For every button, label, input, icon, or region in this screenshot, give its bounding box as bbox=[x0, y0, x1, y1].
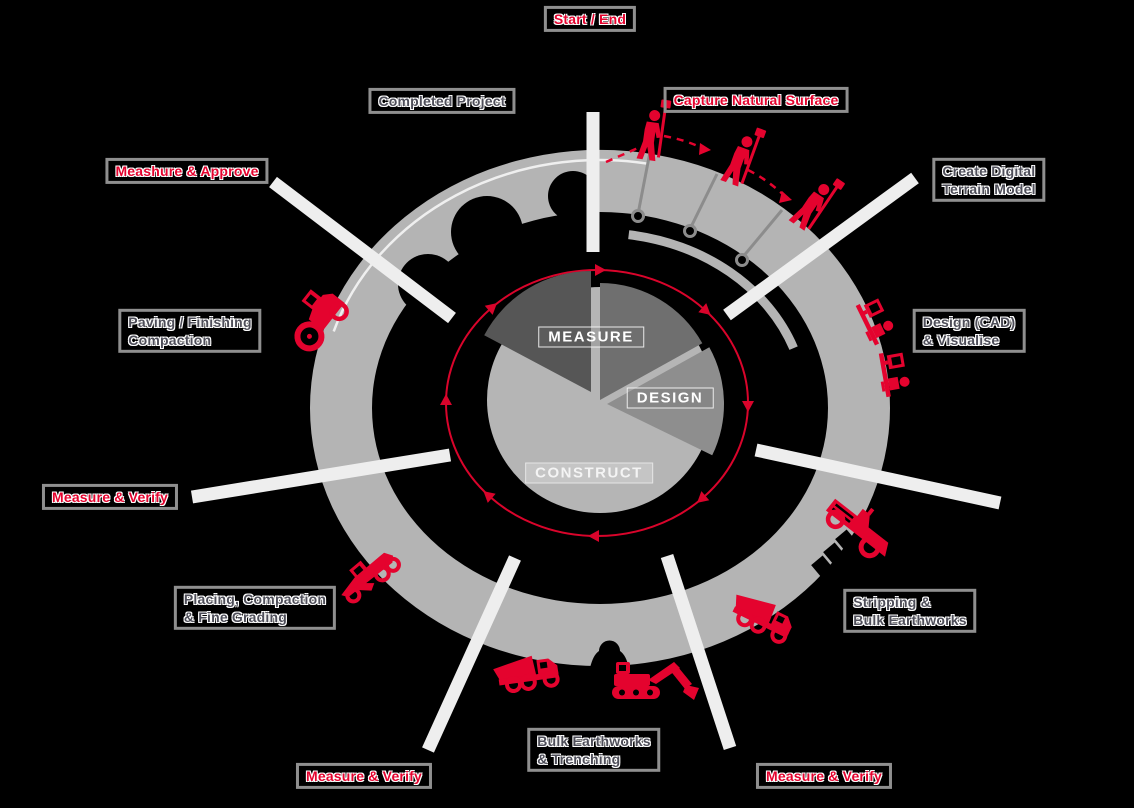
excavation-steps bbox=[811, 529, 857, 577]
spoke-bottom-left bbox=[422, 555, 521, 753]
measure-wedge-right bbox=[600, 283, 703, 400]
pie-label-construct: CONSTRUCT bbox=[525, 462, 653, 484]
survey-stake-icon bbox=[628, 151, 798, 350]
stage-label-create-digital-terrain-model: Create Digital Terrain Model bbox=[932, 157, 1046, 203]
phase-pie bbox=[484, 271, 725, 513]
surveyor-icon bbox=[720, 121, 767, 190]
spoke-bottom-right bbox=[660, 553, 737, 751]
spoke-left bbox=[190, 448, 452, 504]
excavator-icon bbox=[612, 662, 699, 700]
stage-label-meashure-approve: Meashure & Approve bbox=[105, 157, 269, 185]
spoke-right bbox=[754, 443, 1002, 510]
divider-spokes bbox=[190, 112, 1002, 753]
stage-label-placing-compaction-fine-grading: Placing, Compaction & Fine Grading bbox=[173, 585, 337, 631]
stage-label-capture-natural-surface: Capture Natural Surface bbox=[663, 86, 849, 114]
pie-label-measure: MEASURE bbox=[538, 326, 644, 348]
sight-arrowhead bbox=[779, 191, 792, 203]
spoke-create-dtm bbox=[723, 172, 919, 321]
sight-arrowhead bbox=[699, 143, 711, 155]
stage-label-start-end: Start / End bbox=[543, 5, 637, 33]
stage-label-design-cad-visualise: Design (CAD) & Visualise bbox=[912, 308, 1026, 354]
measure-wedge-dark bbox=[484, 271, 591, 392]
stage-label-measure-verify-bottom-left: Measure & Verify bbox=[295, 762, 433, 790]
design-wedge bbox=[607, 347, 725, 456]
stage-label-measure-verify-left: Measure & Verify bbox=[41, 483, 179, 511]
spoke-upper-left bbox=[269, 176, 456, 324]
stage-label-stripping-bulk-earthworks: Stripping & Bulk Earthworks bbox=[843, 588, 977, 634]
stage-label-measure-verify-bottom-right: Measure & Verify bbox=[755, 762, 893, 790]
pie-label-design: DESIGN bbox=[626, 387, 714, 409]
stage-label-completed-project: Completed Project bbox=[368, 87, 516, 115]
stage-label-paving-finishing-compaction: Paving / Finishing Compaction bbox=[118, 308, 262, 354]
person-notch bbox=[590, 640, 629, 668]
stage-label-bulk-earthworks-trenching: Bulk Earthworks & Trenching bbox=[527, 727, 661, 773]
cloud-cutout bbox=[398, 171, 598, 314]
